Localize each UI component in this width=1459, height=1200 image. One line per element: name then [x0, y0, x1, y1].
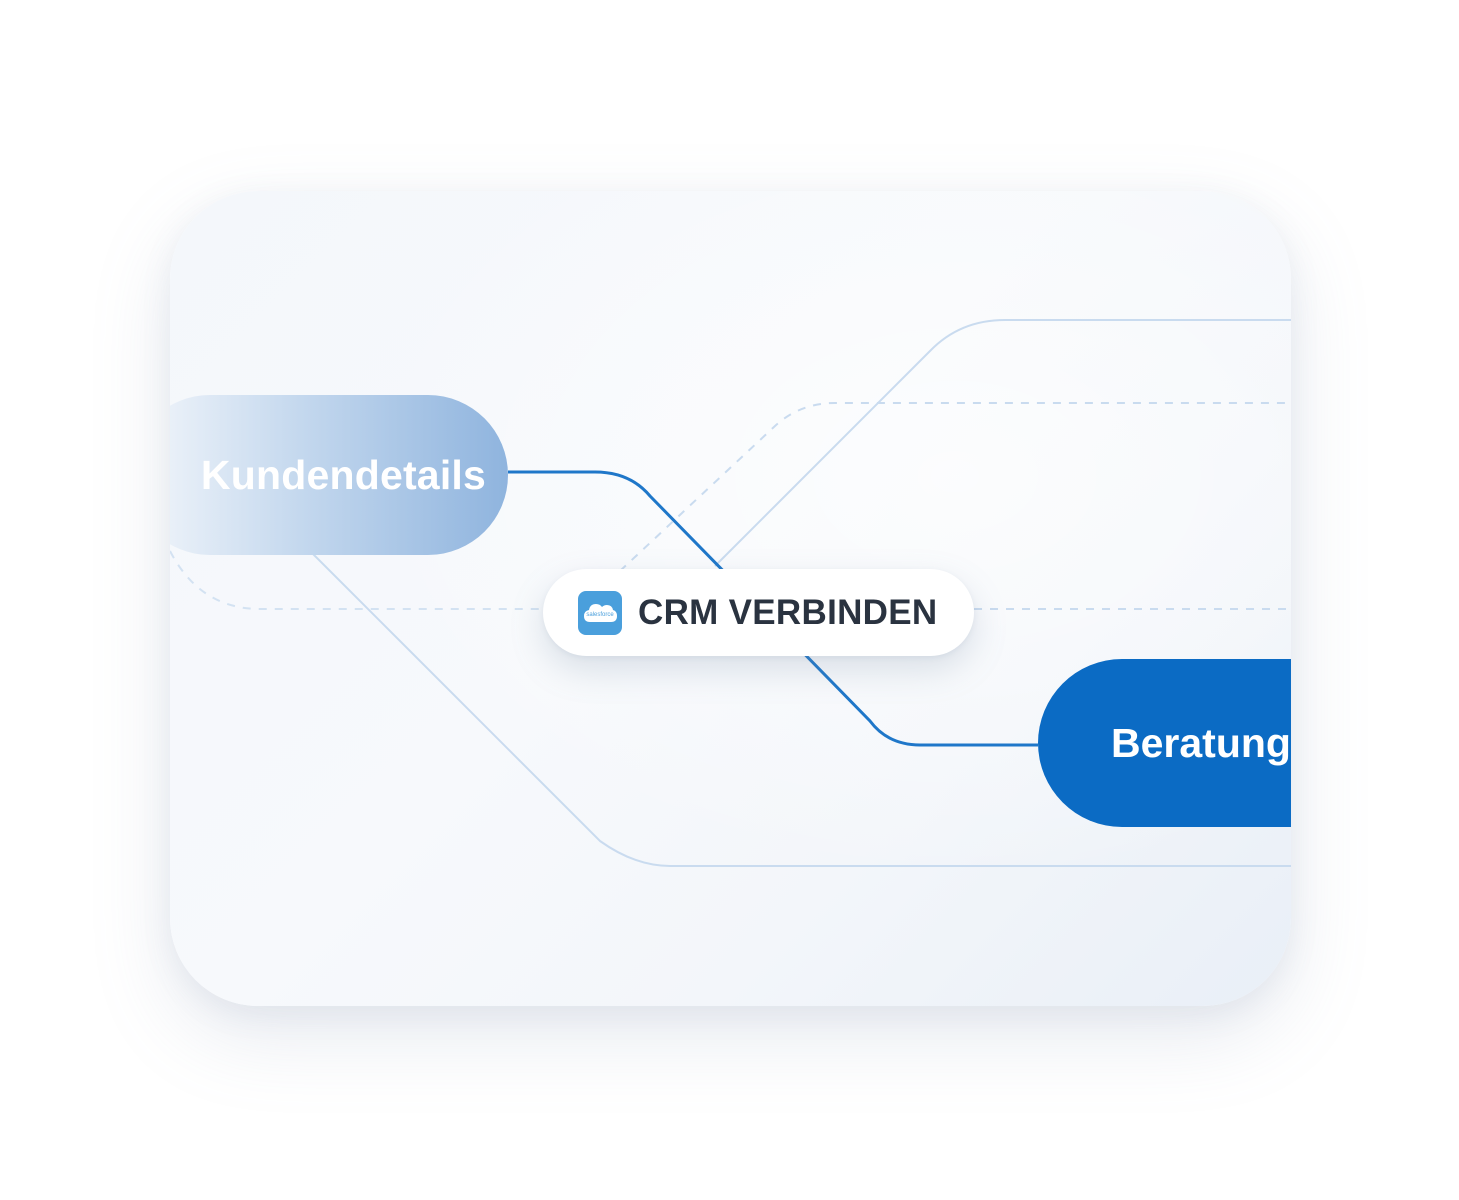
flow-canvas-card: Kundendetails salesforce CRM VERBINDEN B…	[170, 191, 1291, 1006]
node-kundendetails-label: Kundendetails	[200, 451, 486, 498]
node-beratung[interactable]: Beratung	[1038, 659, 1291, 827]
connector-dashed-upper	[619, 402, 1291, 572]
connector-top-right	[714, 319, 1291, 567]
connector-active	[508, 470, 1038, 747]
connector-bottom	[309, 550, 1291, 867]
salesforce-cloud-icon: salesforce	[578, 590, 622, 635]
svg-text:salesforce: salesforce	[586, 612, 614, 618]
crm-connect-label: CRM VERBINDEN	[638, 592, 938, 632]
connector-dashed-left	[170, 550, 543, 610]
node-beratung-label: Beratung	[1111, 719, 1291, 766]
connector-lines	[170, 319, 1291, 867]
node-kundendetails[interactable]: Kundendetails	[170, 395, 508, 555]
crm-connect-button[interactable]: salesforce CRM VERBINDEN	[543, 569, 974, 656]
